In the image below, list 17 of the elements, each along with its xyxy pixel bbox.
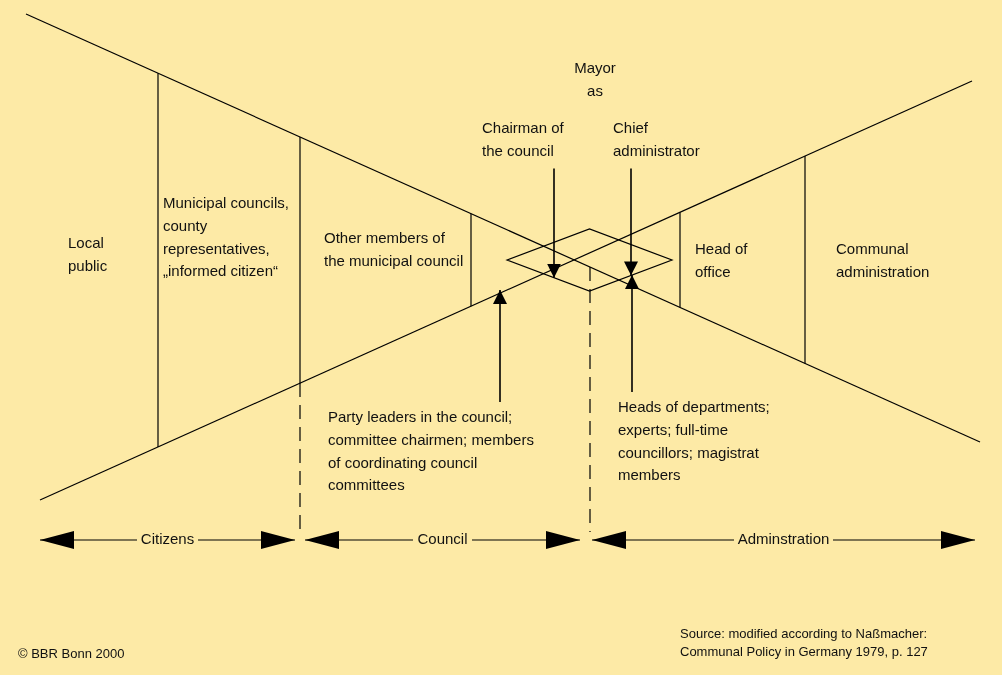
region-label: Other members of the municipal council — [324, 228, 465, 271]
region-label: Local public — [68, 233, 109, 276]
arrow — [625, 274, 639, 393]
arrow — [547, 167, 561, 279]
annotation-text: Heads of departments; experts; full-time councillors; magistrat members — [618, 396, 798, 488]
arrow — [624, 167, 638, 277]
annotation-text: Chief administrator — [613, 117, 723, 163]
region-label: Municipal councils, county representatives, „informed citizen“ — [163, 193, 290, 282]
annotation-text: Party leaders in the council; committee chairmen; members of coordinating council committees — [328, 406, 543, 498]
diamond-shape — [507, 229, 672, 291]
heading-label: Mayor as — [573, 58, 617, 101]
region-label: Communal administration — [836, 239, 931, 282]
annotation-text: Chairman of the council — [482, 117, 582, 163]
copyright-note: © BBR Bonn 2000 — [18, 645, 126, 663]
arrow — [493, 289, 507, 403]
source-note: Source: modified according to Naßmacher: Communal Policy in Germany 1979, p. 127 — [680, 625, 929, 661]
region-label: Head of office — [695, 239, 749, 282]
